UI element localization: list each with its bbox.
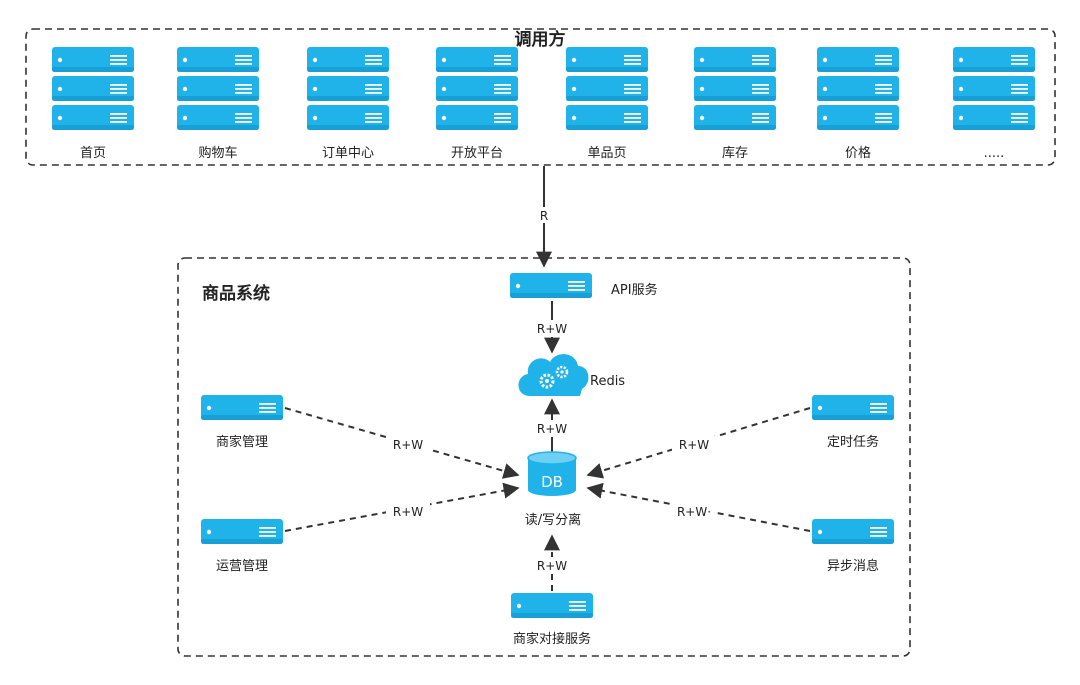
merchant-mgmt-label: 商家管理 (216, 434, 268, 450)
edge-label-scheduled-db: R+W (679, 438, 709, 452)
caller-group-title: 调用方 (515, 29, 566, 50)
caller-label-cart: 购物车 (198, 145, 237, 161)
redis-label: Redis (590, 374, 625, 389)
caller-server-more (953, 47, 1035, 130)
api-service-label: API服务 (611, 282, 658, 298)
ops-mgmt-server (201, 519, 283, 544)
edge-label-api-redis: R+W (537, 322, 567, 336)
caller-server-item-page (566, 47, 648, 130)
caller-server-inventory (694, 47, 776, 130)
edge-label-merchant-db: R+W (393, 438, 423, 452)
caller-group-box (25, 28, 1056, 166)
async-messages-label: 异步消息 (827, 558, 879, 574)
merchant-mgmt-server (201, 395, 283, 420)
caller-label-orders: 订单中心 (322, 146, 374, 161)
scheduled-tasks-label: 定时任务 (827, 434, 879, 450)
edge-label-redis-db: R+W (537, 422, 567, 436)
database-icon-text: DB (541, 473, 563, 491)
database-icon: DB (527, 451, 577, 496)
caller-label-price: 价格 (845, 145, 871, 161)
caller-label-more: ..... (984, 146, 1005, 161)
scheduled-tasks-server (812, 395, 894, 420)
database-label: 读/写分离 (525, 512, 581, 528)
merchant-integration-server (511, 593, 593, 618)
edge-label-caller: R (540, 209, 548, 223)
caller-server-orders (307, 47, 389, 130)
merchant-integration-label: 商家对接服务 (513, 631, 591, 647)
ops-mgmt-label: 运营管理 (216, 559, 268, 574)
product-system-title: 商品系统 (202, 283, 270, 304)
edge-label-ops-db: R+W (393, 505, 423, 519)
api-service-server (510, 273, 592, 298)
caller-label-homepage: 首页 (80, 146, 106, 161)
redis-cloud-icon (518, 354, 589, 396)
product-system-box (177, 257, 911, 657)
caller-label-open-platform: 开放平台 (451, 146, 503, 161)
edge-label-integration-db: R+W (537, 559, 567, 573)
caller-label-item-page: 单品页 (587, 146, 626, 161)
async-messages-server (812, 519, 894, 544)
caller-server-open-platform (436, 47, 518, 130)
edge-label-async-db: R+W· (677, 505, 711, 519)
caller-server-homepage (52, 47, 134, 130)
caller-server-cart (177, 47, 259, 130)
caller-server-price (817, 47, 899, 130)
caller-label-inventory: 库存 (722, 145, 748, 161)
